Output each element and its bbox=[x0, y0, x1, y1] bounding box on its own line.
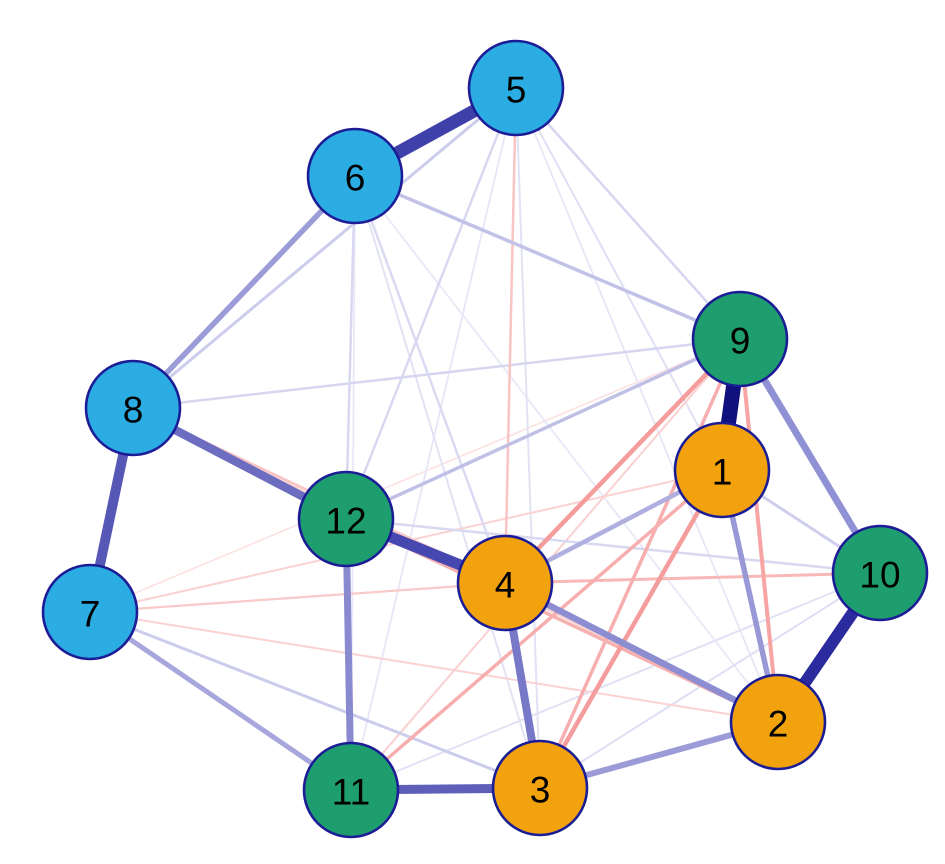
edge-9-3-negative bbox=[538, 338, 742, 789]
edge-1-3-negative bbox=[538, 468, 724, 790]
node-6-label: 6 bbox=[345, 158, 366, 199]
node-1-label: 1 bbox=[712, 452, 733, 493]
edge-5-4-negative bbox=[503, 87, 518, 584]
edge-1-11-negative bbox=[349, 468, 724, 792]
node-8-circle bbox=[84, 359, 182, 457]
node-7-label: 7 bbox=[80, 594, 101, 635]
node-4: 4 bbox=[456, 534, 554, 632]
node-8-label: 8 bbox=[123, 390, 144, 431]
edge-7-2-negative bbox=[89, 611, 779, 723]
node-11-label: 11 bbox=[332, 772, 370, 813]
node-6: 6 bbox=[306, 127, 404, 225]
edge-7-9-negative bbox=[89, 338, 741, 613]
edge-9-12-positive bbox=[345, 337, 741, 521]
edge-5-1-positive bbox=[515, 87, 723, 471]
node-11-circle bbox=[302, 741, 400, 839]
node-10-circle bbox=[831, 524, 929, 622]
node-7-circle bbox=[41, 563, 139, 661]
edge-6-8-positive bbox=[131, 174, 357, 410]
node-2-circle bbox=[729, 673, 827, 771]
node-12-label: 12 bbox=[325, 501, 366, 542]
edge-9-2-negative bbox=[738, 338, 780, 723]
node-1: 1 bbox=[673, 421, 771, 519]
node-8: 8 bbox=[84, 359, 182, 457]
edge-4-2-positive bbox=[503, 580, 780, 725]
node-3-circle bbox=[491, 739, 589, 837]
node-3: 3 bbox=[491, 739, 589, 837]
edge-6-2-positive bbox=[354, 175, 779, 723]
node-11: 11 bbox=[302, 741, 400, 839]
node-5-circle bbox=[467, 39, 565, 137]
node-9-circle bbox=[691, 290, 789, 388]
edge-9-4-negative bbox=[503, 337, 742, 585]
edge-8-9-positive bbox=[132, 337, 741, 410]
node-2: 2 bbox=[729, 673, 827, 771]
node-10: 10 bbox=[831, 524, 929, 622]
node-9: 9 bbox=[691, 290, 789, 388]
edge-6-9-positive bbox=[354, 174, 741, 341]
node-5: 5 bbox=[467, 39, 565, 137]
edge-5-3-positive bbox=[515, 87, 541, 789]
node-4-circle bbox=[456, 534, 554, 632]
node-12-circle bbox=[297, 470, 395, 568]
node-7: 7 bbox=[41, 563, 139, 661]
edge-10-4-negative bbox=[504, 571, 881, 585]
edge-10-12-positive bbox=[345, 517, 881, 575]
edge-6-4-positive bbox=[353, 175, 507, 584]
edge-7-3-positive bbox=[89, 610, 541, 790]
edge-10-11-positive bbox=[350, 572, 881, 791]
node-6-circle bbox=[306, 127, 404, 225]
node-4-label: 4 bbox=[495, 565, 516, 606]
node-5-label: 5 bbox=[506, 70, 527, 111]
edge-10-3-positive bbox=[539, 572, 881, 789]
edge-5-8-positive bbox=[132, 86, 517, 410]
edge-5-9-positive bbox=[515, 87, 741, 340]
edge-6-3-positive bbox=[354, 175, 541, 789]
node-12: 12 bbox=[297, 470, 395, 568]
edge-5-12-positive bbox=[344, 87, 518, 520]
node-1-circle bbox=[673, 421, 771, 519]
edge-7-4-negative bbox=[89, 581, 506, 614]
edge-5-2-positive bbox=[515, 87, 779, 723]
node-9-label: 9 bbox=[730, 321, 751, 362]
node-2-label: 2 bbox=[768, 704, 789, 745]
node-3-label: 3 bbox=[530, 770, 551, 811]
node-10-label: 10 bbox=[859, 555, 900, 596]
edge-7-11-positive bbox=[88, 609, 353, 793]
edge-6-12-positive bbox=[344, 175, 357, 520]
